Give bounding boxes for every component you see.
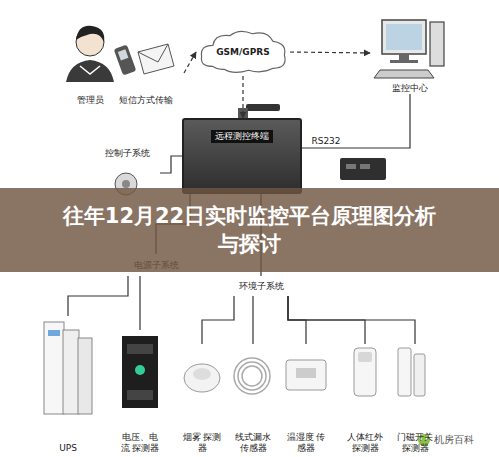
wire-connector (160, 156, 182, 173)
smoke-detector-part (184, 364, 220, 392)
temp-humidity-sensor (286, 360, 326, 390)
ups-cabinet-part (78, 338, 92, 414)
computer-part (430, 22, 444, 66)
leak-cable-part (238, 362, 266, 390)
node-label: 人体红外 探测器 (343, 432, 387, 454)
wireless-link (184, 52, 196, 73)
voltage-node: 电压、电流 探测器 (112, 330, 168, 454)
smoke-node: 烟雾 探测器 (178, 344, 226, 454)
computer-part (386, 24, 422, 50)
wire-connector (288, 296, 306, 344)
node-label: GSM/GPRS (216, 47, 270, 58)
node-label: 远程测控终端 (211, 130, 273, 143)
wire-connector (68, 276, 128, 316)
ups-cabinet (44, 322, 92, 414)
ups-cabinet-part (44, 322, 64, 414)
voltage-detector-part (135, 365, 145, 375)
serial-converter-part (340, 158, 386, 180)
node-label: 管理员 (77, 95, 104, 106)
serial-converter-part (346, 164, 356, 169)
antenna-part (246, 104, 280, 111)
leak-node: 线式漏水 传感器 (228, 344, 278, 454)
alarm-bell-part (122, 180, 130, 188)
phone-envelope-part (114, 44, 137, 75)
node-label: 温湿度 传感器 (284, 432, 328, 454)
wire-connector (139, 276, 140, 330)
door-contact-part (398, 348, 411, 396)
voltage-detector-part (122, 336, 158, 408)
phone-envelope-part (138, 44, 168, 62)
leak-cable-part (234, 358, 270, 394)
node-label: 烟雾 探测器 (180, 432, 224, 454)
ups-cabinet-part (63, 330, 79, 414)
temp-node: 温湿度 传感器 (282, 344, 330, 454)
serial-converter-part (360, 164, 370, 169)
pir-node: 人体红外 探测器 (340, 344, 390, 454)
network-cloud: GSM/GPRS (196, 28, 290, 76)
node-label: 线式漏水 传感器 (231, 432, 275, 454)
watermark-text: 机房百科 (434, 433, 474, 447)
wire-connector (302, 94, 410, 148)
person-figure (66, 26, 114, 82)
phone-envelope (114, 44, 174, 76)
environment-subsystem: 环境子系统 (226, 276, 296, 296)
leak-cable-part (242, 366, 262, 386)
person-figure-part (66, 60, 114, 82)
phone-envelope-part (118, 49, 129, 60)
edge-label: RS232 (311, 136, 340, 146)
node-label: 短信方式传输 (119, 95, 173, 106)
monitor-center-node: 监控中心 (370, 12, 450, 94)
wire-connector (288, 296, 415, 344)
node-label: 监控中心 (392, 83, 428, 94)
cloud-path (201, 31, 285, 72)
person-figure-part (80, 66, 100, 74)
smoke-detector (184, 364, 220, 392)
computer-part (374, 70, 434, 78)
computer (374, 20, 444, 78)
voltage-detector-part (127, 344, 153, 354)
smoke-detector-part (193, 368, 211, 380)
wire-connector (288, 296, 365, 344)
voltage-detector-part (127, 390, 153, 400)
computer-part (399, 54, 409, 60)
wire-connector (252, 296, 253, 344)
person-figure-part (76, 26, 104, 42)
wire-connector (202, 296, 234, 344)
pir-detector-part (354, 348, 376, 396)
phone-envelope-part (138, 44, 174, 74)
terminal-box: 远程测控终端 (182, 118, 302, 194)
node-label: 环境子系统 (239, 281, 284, 292)
voltage-detector (122, 336, 158, 408)
ups-node: UPS (40, 316, 96, 454)
pir-detector (354, 348, 376, 396)
node-label: 门磁开关 探测器 (393, 432, 437, 454)
wireless-link (242, 76, 243, 118)
temp-humidity-sensor-part (286, 360, 326, 390)
door-node: 门磁开关 探测器 (392, 344, 438, 454)
computer-part (390, 60, 418, 63)
temp-humidity-sensor-part (296, 368, 316, 378)
title-band: 往年12月22日实时监控平台原理图分析与探讨 (0, 188, 499, 272)
serial-converter (340, 158, 386, 180)
sms-node: 短信方式传输 (108, 40, 184, 106)
title-text: 往年12月22日实时监控平台原理图分析与探讨 (55, 202, 445, 258)
pir-detector-part (358, 352, 372, 362)
leak-cable (234, 358, 270, 394)
node-label: 控制子系统 (105, 148, 150, 159)
node-label: 电压、电流 探测器 (118, 432, 162, 454)
node-label: UPS (46, 443, 90, 454)
computer-part (382, 20, 426, 54)
person-node: 管理员 (62, 20, 118, 106)
door-contact (398, 348, 425, 396)
ups-cabinet-part (48, 330, 60, 336)
door-contact-part (414, 354, 425, 396)
wireless-link (290, 52, 370, 53)
